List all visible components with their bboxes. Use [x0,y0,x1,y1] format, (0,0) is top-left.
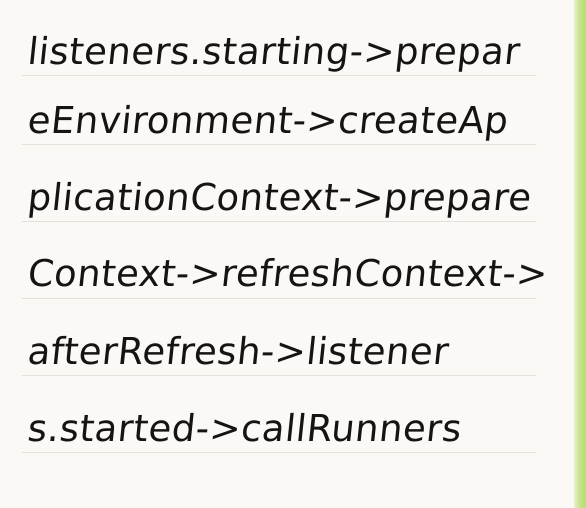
note-line-1: listeners.starting->prepar [0,0,574,76]
ruled-line [22,375,536,376]
handwritten-text: Context->refreshContext-> [25,252,551,296]
ruled-line [22,452,536,453]
note-line-6: s.started->callRunners [0,377,574,453]
handwritten-text: eEnvironment->createAp [25,99,511,142]
ruled-line [22,75,536,76]
handwritten-text: s.started->callRunners [25,407,465,450]
ruled-line [22,144,536,145]
note-line-5: afterRefresh->listener [0,300,574,376]
ruled-line [22,221,536,222]
note-line-2: eEnvironment->createAp [0,69,574,145]
ruled-line [22,298,536,299]
note-line-4: Context->refreshContext-> [0,223,574,299]
handwritten-text: listeners.starting->prepar [25,30,523,73]
handwritten-text: plicationContext->prepare [25,176,534,219]
scroll-edge-accent [574,0,586,508]
note-canvas[interactable]: listeners.starting->prepar eEnvironment-… [0,0,574,508]
note-line-3: plicationContext->prepare [0,146,574,222]
handwritten-text: afterRefresh->listener [25,330,452,373]
